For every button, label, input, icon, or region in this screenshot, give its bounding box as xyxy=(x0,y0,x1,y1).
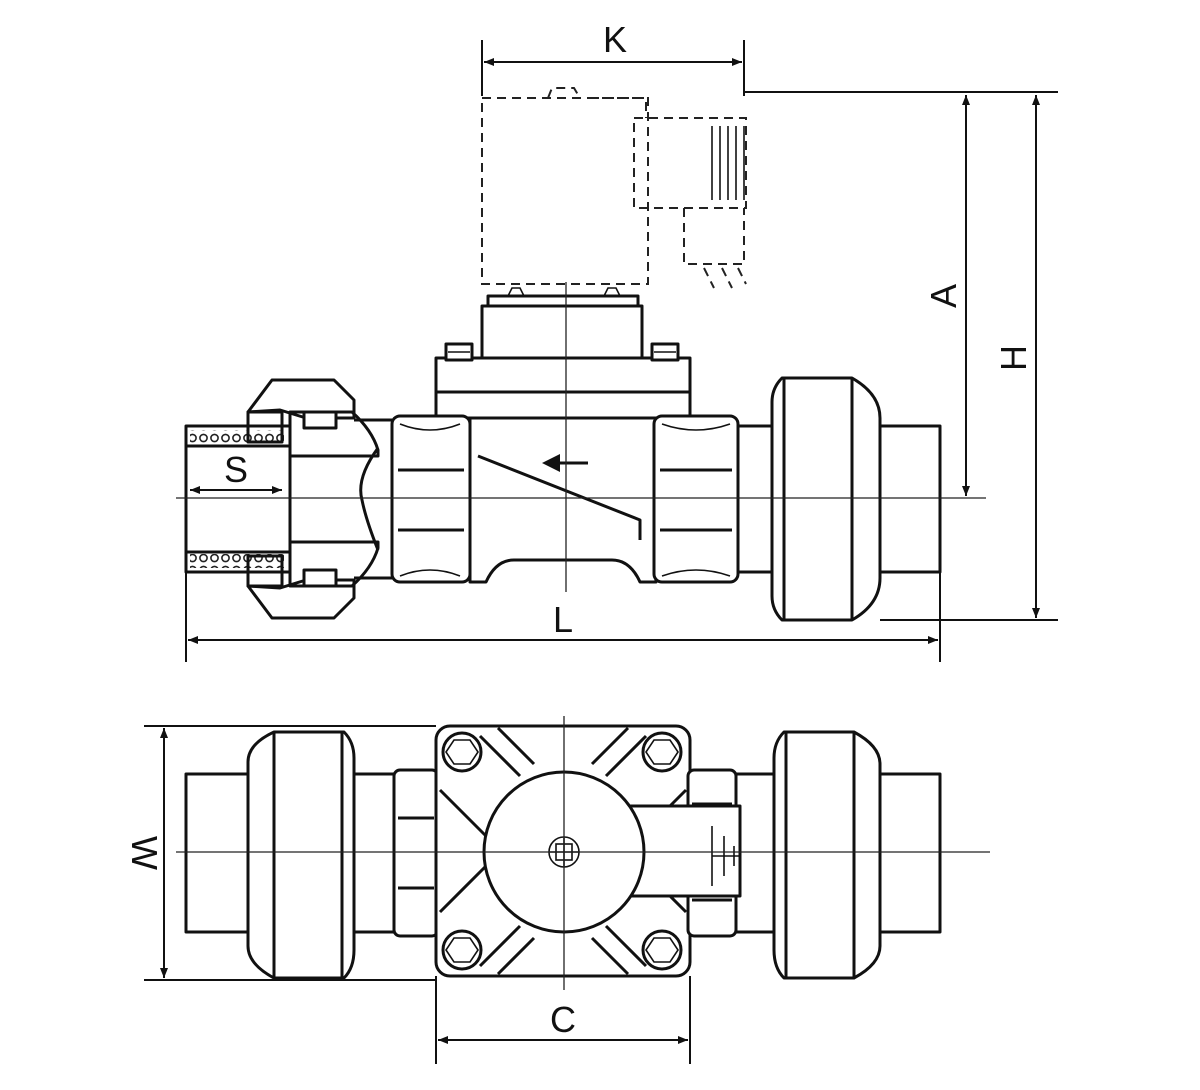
right-hex-nut xyxy=(652,414,740,584)
bolt-bottom-left xyxy=(441,929,483,971)
dimension-label-l: L xyxy=(553,599,573,640)
top-right-union xyxy=(734,730,942,980)
dimension-h: H xyxy=(880,95,1058,621)
left-hex-nut xyxy=(390,414,472,584)
connector-terminal-lines xyxy=(711,126,745,200)
dimension-s: S xyxy=(190,449,282,494)
bonnet xyxy=(434,287,692,420)
top-left-union xyxy=(184,730,398,980)
dimension-label-k: K xyxy=(603,19,627,60)
dimension-w: W xyxy=(124,725,436,981)
dimension-a: A xyxy=(744,91,1058,496)
dimension-label-c: C xyxy=(550,999,576,1040)
bolt-bottom-right xyxy=(641,929,683,971)
dimension-label-h: H xyxy=(993,345,1034,371)
dimension-label-s: S xyxy=(224,449,248,490)
dimension-label-w: W xyxy=(124,836,165,870)
side-view: K A H S L xyxy=(176,19,1058,662)
left-union-section xyxy=(184,378,392,620)
valve-body xyxy=(468,416,658,584)
dimension-k: K xyxy=(481,19,745,96)
right-union xyxy=(736,376,942,622)
dimension-l: L xyxy=(185,572,941,662)
bolt-top-left xyxy=(441,731,483,773)
top-view: W C xyxy=(124,716,990,1064)
dimension-c: C xyxy=(435,976,691,1064)
dimension-label-a: A xyxy=(923,284,964,308)
top-left-hex-nut xyxy=(392,768,440,938)
solenoid-coil-outline xyxy=(481,87,747,289)
bolt-top-right xyxy=(641,731,683,773)
